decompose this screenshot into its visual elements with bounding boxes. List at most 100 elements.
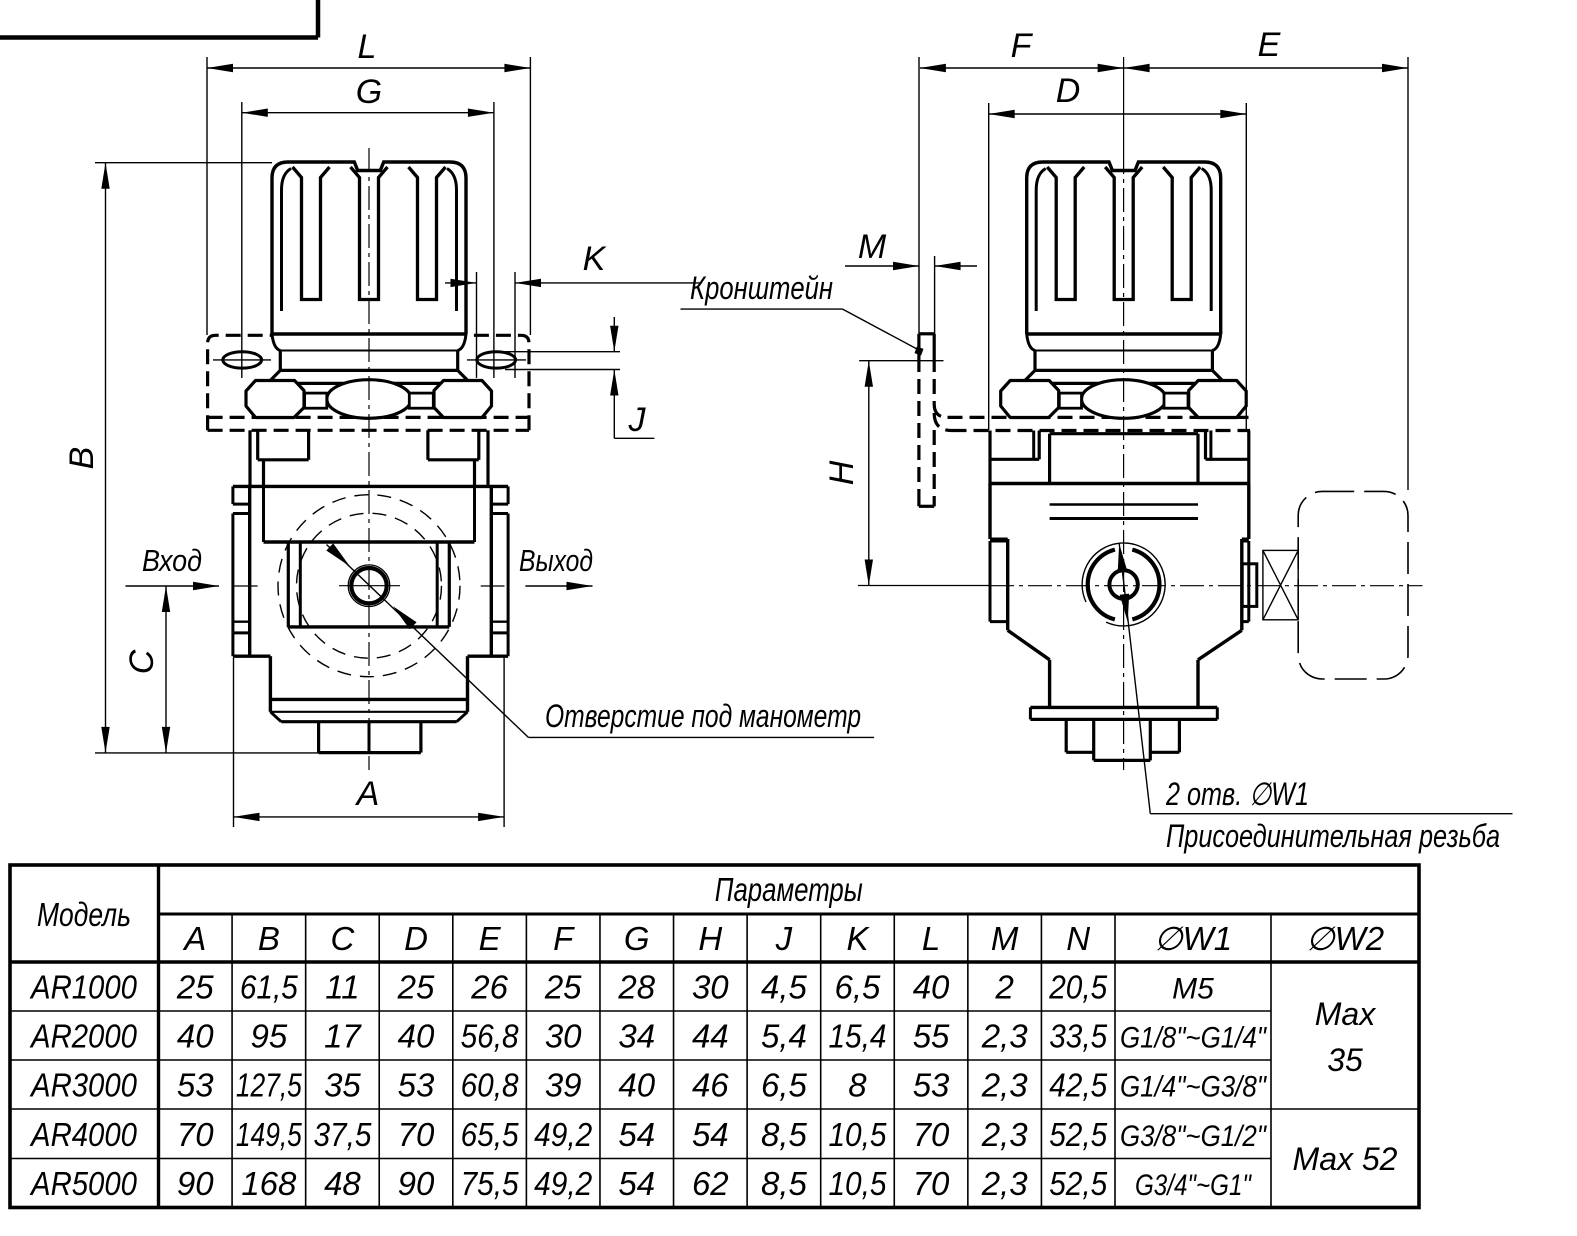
svg-text:70: 70 [398,1116,435,1153]
svg-text:70: 70 [913,1165,950,1202]
svg-text:2: 2 [994,969,1013,1006]
svg-text:∅W1: ∅W1 [1154,920,1232,957]
svg-text:Max 52: Max 52 [1293,1141,1398,1177]
svg-text:F: F [1011,27,1034,65]
svg-text:F: F [553,920,575,957]
svg-text:C: C [331,920,356,957]
svg-text:25: 25 [544,969,582,1006]
svg-text:2,3: 2,3 [981,1116,1029,1153]
svg-text:39: 39 [545,1067,582,1104]
svg-text:Кронштейн: Кронштейн [690,270,833,306]
svg-text:54: 54 [618,1165,655,1202]
svg-text:53: 53 [913,1067,950,1104]
svg-text:46: 46 [692,1067,729,1104]
svg-text:G3/4"~G1": G3/4"~G1" [1135,1169,1252,1202]
svg-text:48: 48 [324,1165,361,1202]
svg-text:6,5: 6,5 [835,969,882,1006]
svg-text:40: 40 [618,1067,655,1104]
svg-text:42,5: 42,5 [1049,1067,1108,1104]
svg-text:A: A [355,775,380,813]
svg-text:28: 28 [617,969,655,1006]
svg-text:25: 25 [176,969,214,1006]
svg-text:J: J [628,401,647,439]
svg-text:L: L [358,28,377,66]
svg-text:∅W2: ∅W2 [1306,920,1384,957]
svg-text:8,5: 8,5 [761,1165,808,1202]
svg-text:70: 70 [177,1116,214,1153]
svg-text:95: 95 [251,1018,288,1055]
svg-text:J: J [775,920,793,957]
svg-text:10,5: 10,5 [828,1116,887,1153]
svg-text:5,4: 5,4 [761,1018,807,1055]
svg-text:AR3000: AR3000 [29,1067,137,1104]
svg-text:C: C [123,649,161,674]
svg-text:34: 34 [618,1018,655,1055]
svg-text:53: 53 [177,1067,214,1104]
svg-text:4,5: 4,5 [761,969,808,1006]
svg-text:53: 53 [398,1067,435,1104]
svg-text:30: 30 [545,1018,582,1055]
svg-text:8,5: 8,5 [761,1116,808,1153]
svg-text:2,3: 2,3 [981,1018,1029,1055]
svg-text:25: 25 [397,969,435,1006]
svg-text:90: 90 [177,1165,214,1202]
svg-text:54: 54 [692,1116,729,1153]
svg-text:G: G [624,920,650,957]
svg-text:B: B [258,920,280,957]
svg-text:D: D [404,920,428,957]
svg-text:54: 54 [618,1116,655,1153]
svg-text:G1/8"~G1/4": G1/8"~G1/4" [1120,1022,1267,1055]
svg-text:149,5: 149,5 [236,1116,303,1153]
svg-text:Max: Max [1315,996,1376,1032]
svg-text:G3/8"~G1/2": G3/8"~G1/2" [1120,1120,1267,1153]
svg-text:Присоединительная резьба: Присоединительная резьба [1166,818,1500,854]
svg-text:40: 40 [913,969,950,1006]
svg-text:6,5: 6,5 [761,1067,808,1104]
svg-text:8: 8 [848,1067,867,1104]
svg-text:2 отв. ∅W1: 2 отв. ∅W1 [1165,776,1309,812]
svg-text:H: H [698,920,722,957]
svg-text:E: E [479,920,502,957]
svg-text:65,5: 65,5 [461,1116,520,1153]
svg-text:127,5: 127,5 [236,1067,303,1104]
svg-text:35: 35 [324,1067,361,1104]
svg-text:52,5: 52,5 [1049,1165,1108,1202]
svg-text:44: 44 [692,1018,729,1055]
svg-text:40: 40 [177,1018,214,1055]
svg-text:Вход: Вход [142,543,202,578]
svg-text:Параметры: Параметры [715,871,863,908]
svg-text:A: A [182,920,206,957]
svg-text:L: L [922,920,940,957]
svg-text:61,5: 61,5 [240,969,299,1006]
svg-text:E: E [1258,26,1281,64]
svg-text:AR1000: AR1000 [29,969,137,1006]
svg-text:B: B [63,447,101,470]
svg-text:G: G [356,73,382,111]
svg-text:M: M [991,920,1019,957]
svg-text:30: 30 [692,969,729,1006]
svg-text:2,3: 2,3 [981,1067,1029,1104]
svg-text:Отверстие под манометр: Отверстие под манометр [545,698,861,734]
svg-text:56,8: 56,8 [461,1018,520,1055]
svg-text:2,3: 2,3 [981,1165,1029,1202]
svg-text:10,5: 10,5 [828,1165,887,1202]
svg-text:Выход: Выход [519,543,593,578]
svg-text:AR2000: AR2000 [29,1018,137,1055]
svg-text:K: K [846,920,870,957]
svg-text:17: 17 [324,1018,362,1055]
svg-text:62: 62 [692,1165,729,1202]
svg-text:11: 11 [325,969,359,1006]
svg-text:G1/4"~G3/8": G1/4"~G3/8" [1120,1071,1267,1104]
svg-text:K: K [583,240,607,278]
svg-text:26: 26 [470,969,508,1006]
svg-text:15,4: 15,4 [828,1018,886,1055]
svg-text:Модель: Модель [37,896,131,933]
svg-text:75,5: 75,5 [461,1165,520,1202]
svg-text:40: 40 [398,1018,435,1055]
svg-text:52,5: 52,5 [1049,1116,1108,1153]
svg-text:D: D [1056,72,1081,110]
svg-text:M5: M5 [1172,973,1214,1006]
svg-text:35: 35 [1327,1042,1363,1078]
svg-text:20,5: 20,5 [1048,969,1107,1006]
svg-text:90: 90 [398,1165,435,1202]
